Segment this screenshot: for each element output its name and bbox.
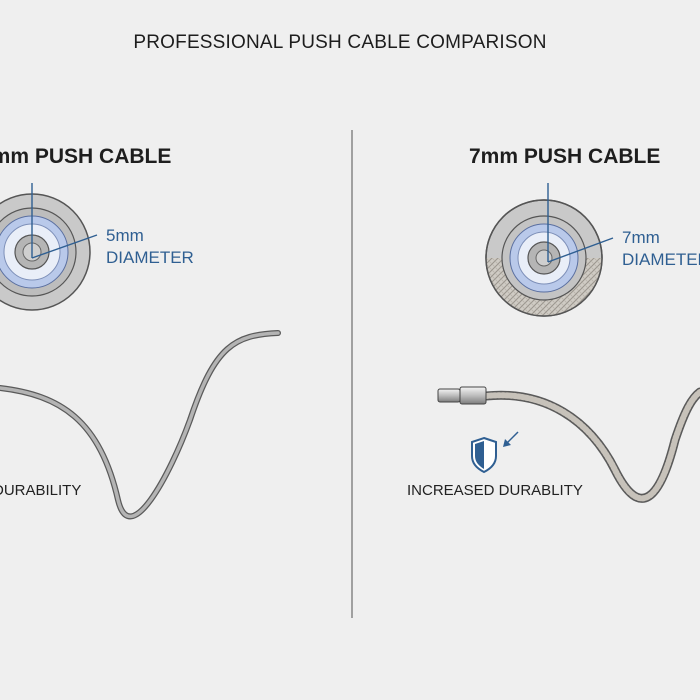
right-diameter-label: 7mm DIAMETER [622,227,700,271]
right-cross-section [485,183,614,317]
page-title: PROFESSIONAL PUSH CABLE COMPARISON [133,32,547,53]
left-diameter-label: 5mm DIAMETER [106,225,194,269]
right-pointer-diagonal [547,237,614,263]
left-panel-title: 5mm PUSH CABLE [0,145,172,168]
right-panel-title: 7mm PUSH CABLE [469,145,661,168]
right-diameter-text: DIAMETER [622,250,700,269]
right-feature-label: INCREASED DURABLITY [407,482,583,499]
cable-ferrule [437,388,461,403]
arrow-icon [503,431,519,447]
left-diameter-text: DIAMETER [106,248,194,267]
left-diameter-value: 5mm [106,226,144,245]
shield-icon [471,436,497,474]
left-feature-label: DURABILITY [0,482,82,499]
left-cable [0,330,281,520]
right-cable [437,386,700,503]
right-diameter-value: 7mm [622,228,660,247]
left-pointer-diagonal [31,234,98,259]
left-cross-section [0,183,98,311]
